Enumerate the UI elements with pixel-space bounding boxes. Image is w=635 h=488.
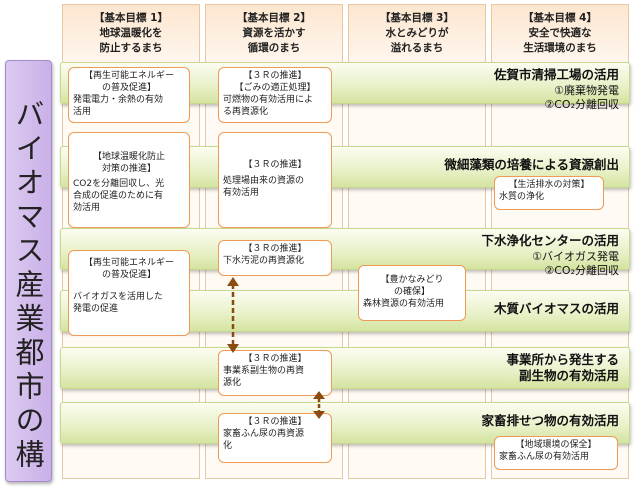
box-3r-sewage-sludge: 【３Ｒの推進】 下水汚泥の再資源化 [218, 240, 332, 276]
band-business-byproducts: 事業所から発生する 副生物の有効活用 [60, 347, 630, 389]
box-heading: 【３Ｒの推進】 [243, 160, 307, 170]
box-household-wastewater: 【生活排水の対策】 水質の浄化 [494, 176, 604, 210]
box-text: 合成の促進のために有 [73, 191, 164, 201]
band-title-business-byproducts: 事業所から発生する 副生物の有効活用 [506, 352, 619, 384]
box-text: 森林資源の有効活用 [363, 299, 445, 309]
box-renewable-energy-1: 【再生可能エネルギー の普及促進】 発電電力・余熱の有効 活用 [68, 67, 190, 123]
box-heading: の普及促進】 [101, 83, 156, 93]
goal-title-4a: 安全で快適な [528, 27, 592, 39]
goal-title-2a: 資源を活かす [242, 27, 306, 39]
band-item-waste-power: ①廃棄物発電 [554, 84, 619, 97]
box-3r-livestock: 【３Ｒの推進】 家畜ふん尿の再資源 化 [218, 413, 332, 463]
box-heading: 対策の推進】 [101, 164, 156, 174]
band-sub-cleaning-plant: ①廃棄物発電 ②CO₂分離回収 [544, 84, 619, 112]
box-heading: の普及促進】 [101, 270, 156, 280]
box-heading: 【生活排水の対策】 [508, 180, 590, 190]
box-heading: 【３Ｒの推進】 [243, 71, 307, 81]
box-text: 家畜ふん尿の再資源 [223, 429, 305, 439]
goal-title-4b: 生活環境のまち [523, 42, 597, 54]
goal-title-3a: 水とみどりが [385, 27, 449, 39]
box-3r-waste: 【３Ｒの推進】 【ごみの適正処理】 可燃物の有効活用によ る再資源化 [218, 67, 332, 123]
box-text: 事業系副生物の再資 [223, 366, 305, 376]
box-3r-business: 【３Ｒの推進】 事業系副生物の再資 源化 [218, 350, 332, 396]
goal-heading-1: 【基本目標 1】 地球温暖化を 防止するまち [63, 11, 199, 56]
box-text: 源化 [223, 378, 242, 388]
band-title-line-2: 副生物の有効活用 [518, 368, 619, 383]
box-heading: 【３Ｒの推進】 [243, 354, 307, 364]
band-title-line-1: 事業所から発生する [506, 352, 619, 367]
box-heading: 【再生可能エネルギー [83, 258, 174, 268]
double-arrow-icon [313, 391, 325, 419]
goal-title-1a: 地球温暖化を [99, 27, 163, 39]
band-item-co2-capture-1: ②CO₂分離回収 [544, 98, 619, 111]
box-text: バイオガスを活用した [73, 292, 164, 302]
box-heading: の確保】 [393, 287, 430, 297]
box-text: 下水汚泥の再資源化 [223, 256, 305, 266]
box-text: 処理場由来の資源の [223, 176, 305, 186]
band-title-microalgae: 微細藻類の培養による資源創出 [444, 157, 619, 172]
box-regional-environment: 【地域環境の保全】 家畜ふん尿の有効活用 [494, 436, 618, 470]
box-text: CO2を分離回収し、光 [73, 179, 165, 189]
box-heading: 【ごみの適正処理】 [234, 83, 316, 93]
box-heading: 【３Ｒの推進】 [243, 417, 307, 427]
box-heading: 【地域環境の保全】 [515, 440, 597, 450]
goal-title-1b: 防止するまち [99, 42, 163, 54]
box-text: 発電の促進 [73, 304, 119, 314]
band-title-cleaning-plant: 佐賀市清掃工場の活用 [493, 67, 619, 82]
box-text: 家畜ふん尿の有効活用 [499, 452, 590, 462]
box-heading: 【再生可能エネルギー [83, 71, 174, 81]
box-text: 水質の浄化 [499, 192, 545, 202]
box-text: る再資源化 [223, 107, 269, 117]
side-title: バイオマス産業都市の構築 [11, 99, 45, 473]
goal-title-3b: 溢れるまち [390, 42, 444, 54]
box-3r-treatment: 【３Ｒの推進】 処理場由来の資源の 有効活用 [218, 132, 332, 228]
box-heading: 【３Ｒの推進】 [243, 244, 307, 254]
box-renewable-energy-2: 【再生可能エネルギー の普及促進】 バイオガスを活用した 発電の促進 [68, 250, 190, 336]
box-text: 効活用 [73, 203, 101, 213]
goal-heading-3: 【基本目標 3】 水とみどりが 溢れるまち [349, 11, 485, 56]
band-title-sewage-plant: 下水浄化センターの活用 [481, 233, 619, 248]
band-livestock-manure: 家畜排せつ物の有効活用 [60, 402, 630, 444]
band-sub-sewage-plant: ①バイオガス発電 ②CO₂分離回収 [532, 250, 619, 278]
band-title-woody-biomass: 木質バイオマスの活用 [493, 301, 619, 316]
goal-title-2b: 循環のまち [247, 42, 301, 54]
double-arrow-icon [227, 277, 239, 353]
box-green-forest: 【豊かなみどり の確保】 森林資源の有効活用 [358, 265, 466, 321]
band-item-co2-capture-2: ②CO₂分離回収 [544, 264, 619, 277]
goal-number-3: 【基本目標 3】 [380, 12, 454, 24]
band-title-livestock-manure: 家畜排せつ物の有効活用 [481, 413, 619, 428]
box-text: 化 [223, 441, 233, 451]
box-text: 活用 [73, 107, 92, 117]
goal-number-2: 【基本目標 2】 [237, 12, 311, 24]
side-panel: バイオマス産業都市の構築 [5, 60, 52, 482]
goal-number-1: 【基本目標 1】 [94, 12, 168, 24]
box-global-warming: 【地球温暖化防止 対策の推進】 CO2を分離回収し、光 合成の促進のために有 効… [68, 132, 190, 228]
goal-heading-2: 【基本目標 2】 資源を活かす 循環のまち [206, 11, 342, 56]
box-text: 発電電力・余熱の有効 [73, 95, 164, 105]
box-text: 有効活用 [223, 188, 260, 198]
band-item-biogas-power: ①バイオガス発電 [532, 250, 619, 263]
goal-heading-4: 【基本目標 4】 安全で快適な 生活環境のまち [492, 11, 628, 56]
box-heading: 【地球温暖化防止 [92, 152, 165, 162]
box-heading: 【豊かなみどり [380, 275, 444, 285]
box-text: 可燃物の有効活用によ [223, 95, 314, 105]
goal-number-4: 【基本目標 4】 [523, 12, 597, 24]
